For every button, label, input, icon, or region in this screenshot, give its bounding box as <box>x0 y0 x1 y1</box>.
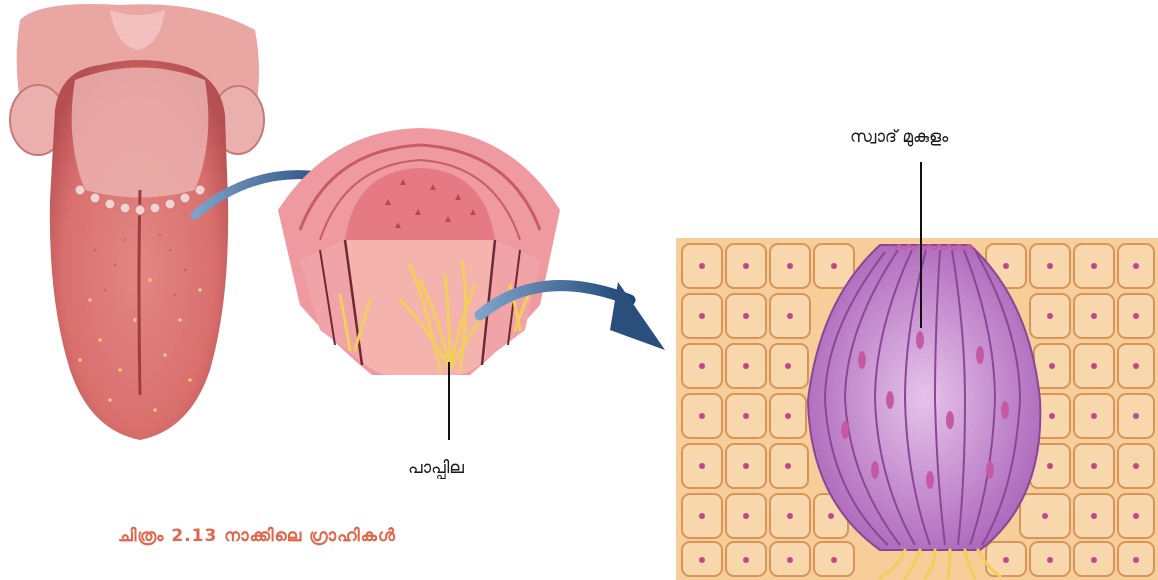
tongue-illustration <box>10 4 264 440</box>
papilla-illustration <box>278 128 560 375</box>
tastebud-label: സ്വാദ് മുകുളം <box>850 127 948 147</box>
figure-caption: ചിത്രം 2.13 നാക്കിലെ ഗ്രാഹികൾ <box>118 526 396 546</box>
median-groove <box>139 190 140 395</box>
papilla-label: പാപ്പില <box>408 458 464 478</box>
taste-bud <box>808 245 1040 550</box>
tastebud-cross-section <box>676 238 1158 580</box>
